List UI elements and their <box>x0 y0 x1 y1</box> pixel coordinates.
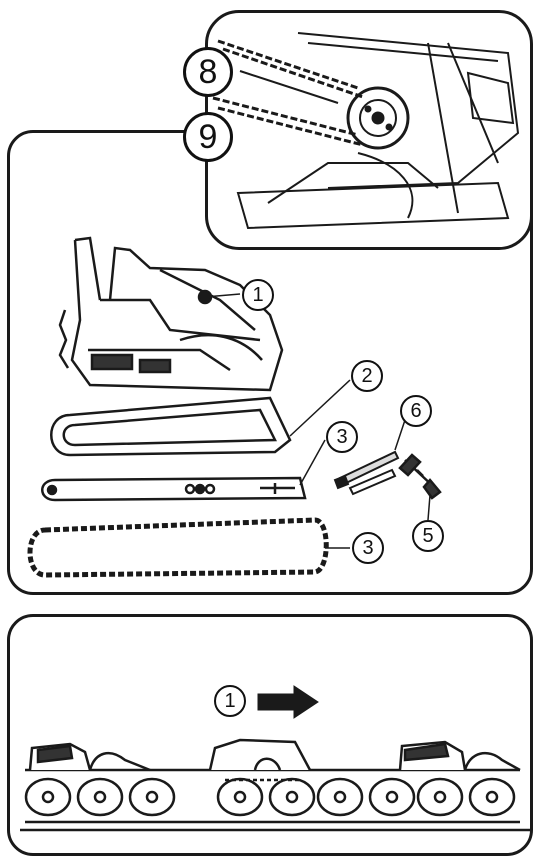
callout-6-file: 6 <box>400 395 432 427</box>
saw-chain-loop <box>30 520 326 575</box>
chain-side-view <box>20 740 530 830</box>
direction-arrow <box>258 686 318 718</box>
chainsaw-body <box>60 238 282 390</box>
callout-2-bar-cover: 2 <box>351 360 383 392</box>
callout-8: 8 <box>183 47 233 97</box>
combination-wrench <box>400 455 440 498</box>
chain-rivets <box>26 779 514 815</box>
callout-5-wrench: 5 <box>412 520 444 552</box>
guide-bar <box>42 478 305 500</box>
callout-3-chain: 3 <box>352 532 384 564</box>
bar-cover <box>51 398 290 455</box>
file-tool <box>335 452 398 494</box>
callout-3-guide-bar: 3 <box>326 421 358 453</box>
callout-9: 9 <box>183 112 233 162</box>
callout-1-engine: 1 <box>242 279 274 311</box>
callout-1-direction: 1 <box>214 685 246 717</box>
